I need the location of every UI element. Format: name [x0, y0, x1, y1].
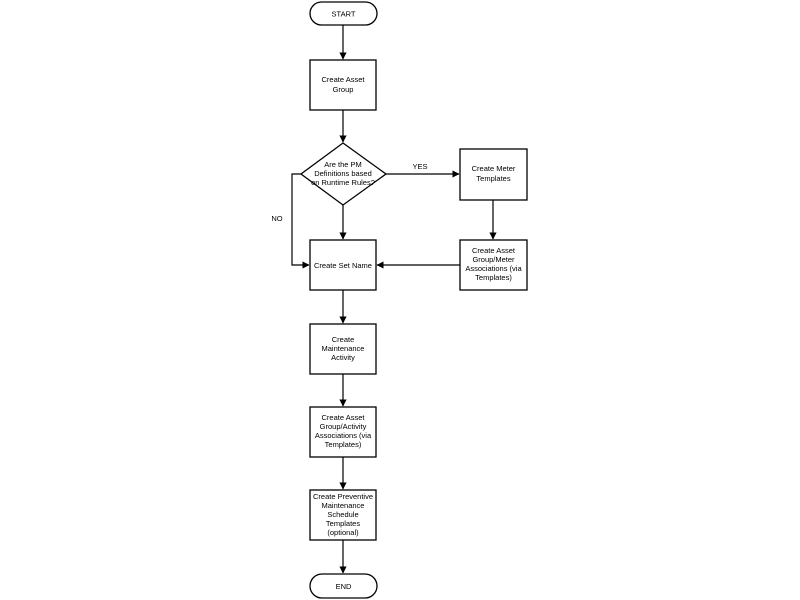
node-text: Templates): [475, 273, 512, 282]
node-text: Templates: [326, 519, 360, 528]
process-create-set-name: Create Set Name: [309, 239, 377, 291]
node-text: Associations (via: [465, 264, 522, 273]
connectors: [291, 25, 497, 574]
node-text: Maintenance: [322, 501, 365, 510]
node-text: Templates: [476, 174, 510, 183]
node-text: Group/Activity: [320, 422, 367, 431]
node-text: Schedule: [327, 510, 358, 519]
node-text: Create Asset: [472, 246, 516, 255]
yes-label: YES: [412, 162, 427, 171]
no-label: NO: [271, 214, 282, 223]
node-text: Create Asset: [322, 413, 366, 422]
start-terminator: START: [309, 1, 378, 26]
process-create-meter-templates: Create Meter Templates: [459, 148, 528, 201]
arrow-no: [291, 173, 310, 269]
node-text: Associations (via: [315, 431, 372, 440]
process-create-pm-schedule-templates: Create Preventive Maintenance Schedule T…: [309, 489, 377, 541]
end-terminator: END: [309, 573, 378, 599]
node-text: Create Meter: [472, 164, 516, 173]
node-text: Create Asset: [322, 75, 366, 84]
decision-runtime-rules: Are the PM Definitions based on Runtime …: [299, 142, 388, 206]
node-text: Group: [333, 85, 354, 94]
node-text: on Runtime Rules?: [311, 178, 375, 187]
start-label: START: [332, 10, 356, 19]
node-text: Are the PM: [324, 160, 362, 169]
node-text: Create Preventive: [313, 492, 373, 501]
process-create-asset-group: Create Asset Group: [309, 59, 377, 111]
process-create-meter-associations: Create Asset Group/Meter Associations (v…: [459, 239, 528, 291]
node-text: Create Set Name: [314, 261, 372, 270]
node-text: Create: [332, 335, 355, 344]
node-text: (optional): [327, 528, 359, 537]
node-text: Activity: [331, 353, 355, 362]
node-text: Maintenance: [322, 344, 365, 353]
node-text: Definitions based: [314, 169, 372, 178]
process-create-activity-associations: Create Asset Group/Activity Associations…: [309, 406, 377, 458]
node-text: Templates): [325, 440, 362, 449]
end-label: END: [336, 582, 352, 591]
process-create-maintenance-activity: Create Maintenance Activity: [309, 323, 377, 375]
node-text: Group/Meter: [472, 255, 515, 264]
